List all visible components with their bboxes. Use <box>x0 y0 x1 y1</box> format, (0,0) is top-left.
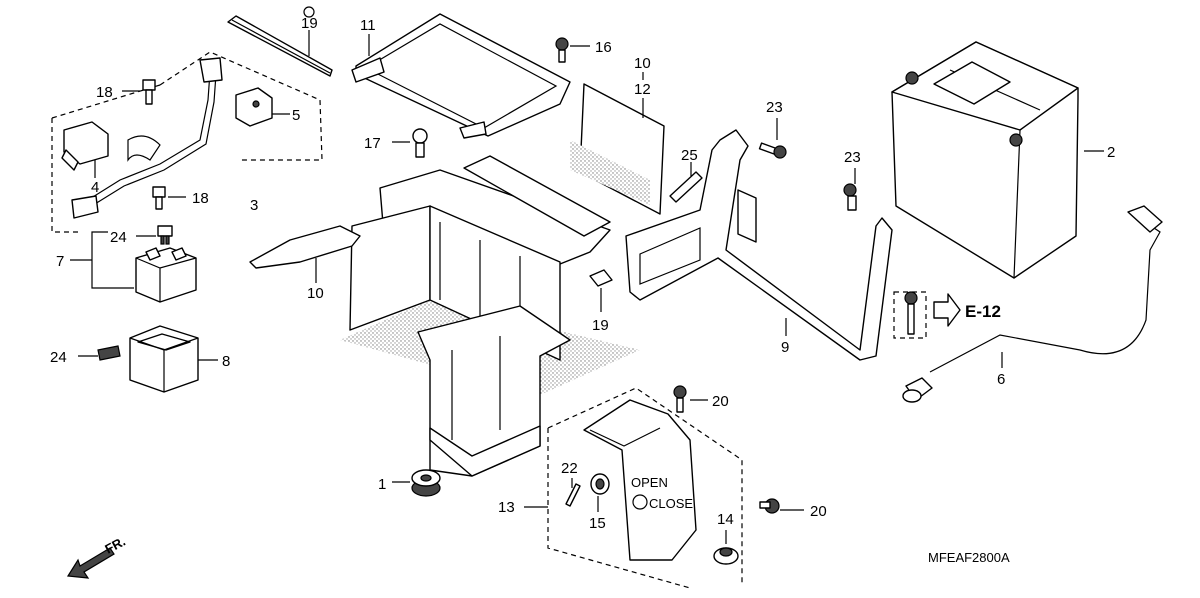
callout-15: 15 <box>589 515 606 532</box>
screw-20-upper <box>673 385 687 413</box>
callout-2: 2 <box>1107 144 1115 161</box>
reference-e12-group <box>893 291 961 339</box>
starter-relay <box>135 247 197 303</box>
arrow-right-icon <box>933 293 961 327</box>
cover-label-open: OPEN <box>631 475 668 490</box>
callout-25: 25 <box>681 147 698 164</box>
pad-12 <box>579 83 665 215</box>
bolt-23-lower <box>843 183 857 211</box>
cable-6 <box>902 205 1163 403</box>
callout-7: 7 <box>56 253 64 270</box>
callout-18-lower: 18 <box>192 190 209 207</box>
reference-label: E-12 <box>965 302 1001 321</box>
bolt-18-lower <box>152 186 166 210</box>
callout-19: 19 <box>592 317 609 334</box>
cover-label-close: CLOSE <box>649 496 693 511</box>
callout-16: 16 <box>595 39 612 56</box>
callout-21: 19 <box>301 6 318 56</box>
callout-11: 11 <box>360 17 376 34</box>
screw-20-lower <box>759 498 780 514</box>
group-13-outline <box>547 387 743 589</box>
callout-18-upper: 18 <box>96 84 113 101</box>
battery-holder-11 <box>351 13 571 139</box>
callout-10-lower: 10 <box>307 285 324 302</box>
pin-22 <box>565 483 581 507</box>
battery-2 <box>891 41 1079 279</box>
arrow-down-left-icon <box>66 547 115 579</box>
grommet-14 <box>713 547 739 565</box>
callout-13: 13 <box>498 499 515 516</box>
side-cover: OPEN CLOSE <box>583 399 697 561</box>
battery-harness <box>71 57 223 219</box>
callout-6: 6 <box>997 371 1005 388</box>
callout-14: 14 <box>717 511 734 528</box>
callout-24-upper: 24 <box>110 229 127 246</box>
svg-text:19: 19 <box>301 15 318 32</box>
front-direction-indicator: FR. <box>66 534 128 579</box>
callout-labels: 1 2 3 4 5 6 7 8 9 10 10 11 12 13 14 15 1… <box>50 17 1115 532</box>
callout-22: 22 <box>561 460 578 477</box>
clip-19 <box>589 269 613 287</box>
callout-23-lower: 23 <box>844 149 861 166</box>
callout-8: 8 <box>222 353 230 370</box>
lower-tray <box>417 305 571 477</box>
callout-3: 3 <box>250 197 258 214</box>
callout-5: 5 <box>292 107 300 124</box>
rubber-band-21 <box>227 15 333 77</box>
callout-4: 4 <box>91 179 99 196</box>
bolt-17 <box>412 128 428 158</box>
relay-cover-8 <box>129 325 199 393</box>
callout-1: 1 <box>378 476 386 493</box>
group-3-outline <box>51 51 323 233</box>
bolt-23-upper <box>758 142 787 159</box>
callout-20-upper: 20 <box>712 393 729 410</box>
callout-9: 9 <box>781 339 789 356</box>
callout-20-lower: 20 <box>810 503 827 520</box>
callout-10-upper: 10 <box>634 55 651 72</box>
callout-17: 17 <box>364 135 381 152</box>
fuse-24-upper <box>157 225 173 245</box>
bolt-16 <box>555 37 569 63</box>
rod-25 <box>669 171 703 203</box>
callout-24-lower: 24 <box>50 349 67 366</box>
terminal-cover-4 <box>61 121 109 171</box>
grommet-1 <box>411 469 441 497</box>
callout-12: 12 <box>634 81 651 98</box>
bolt-18-upper <box>142 79 156 105</box>
collar-15 <box>590 473 610 495</box>
diagram-code: MFEAF2800A <box>928 550 1010 565</box>
fuse-24-lower <box>97 345 121 361</box>
battery-band-9 <box>625 129 893 361</box>
callout-23-upper: 23 <box>766 99 783 116</box>
terminal-cap-5 <box>235 87 273 127</box>
